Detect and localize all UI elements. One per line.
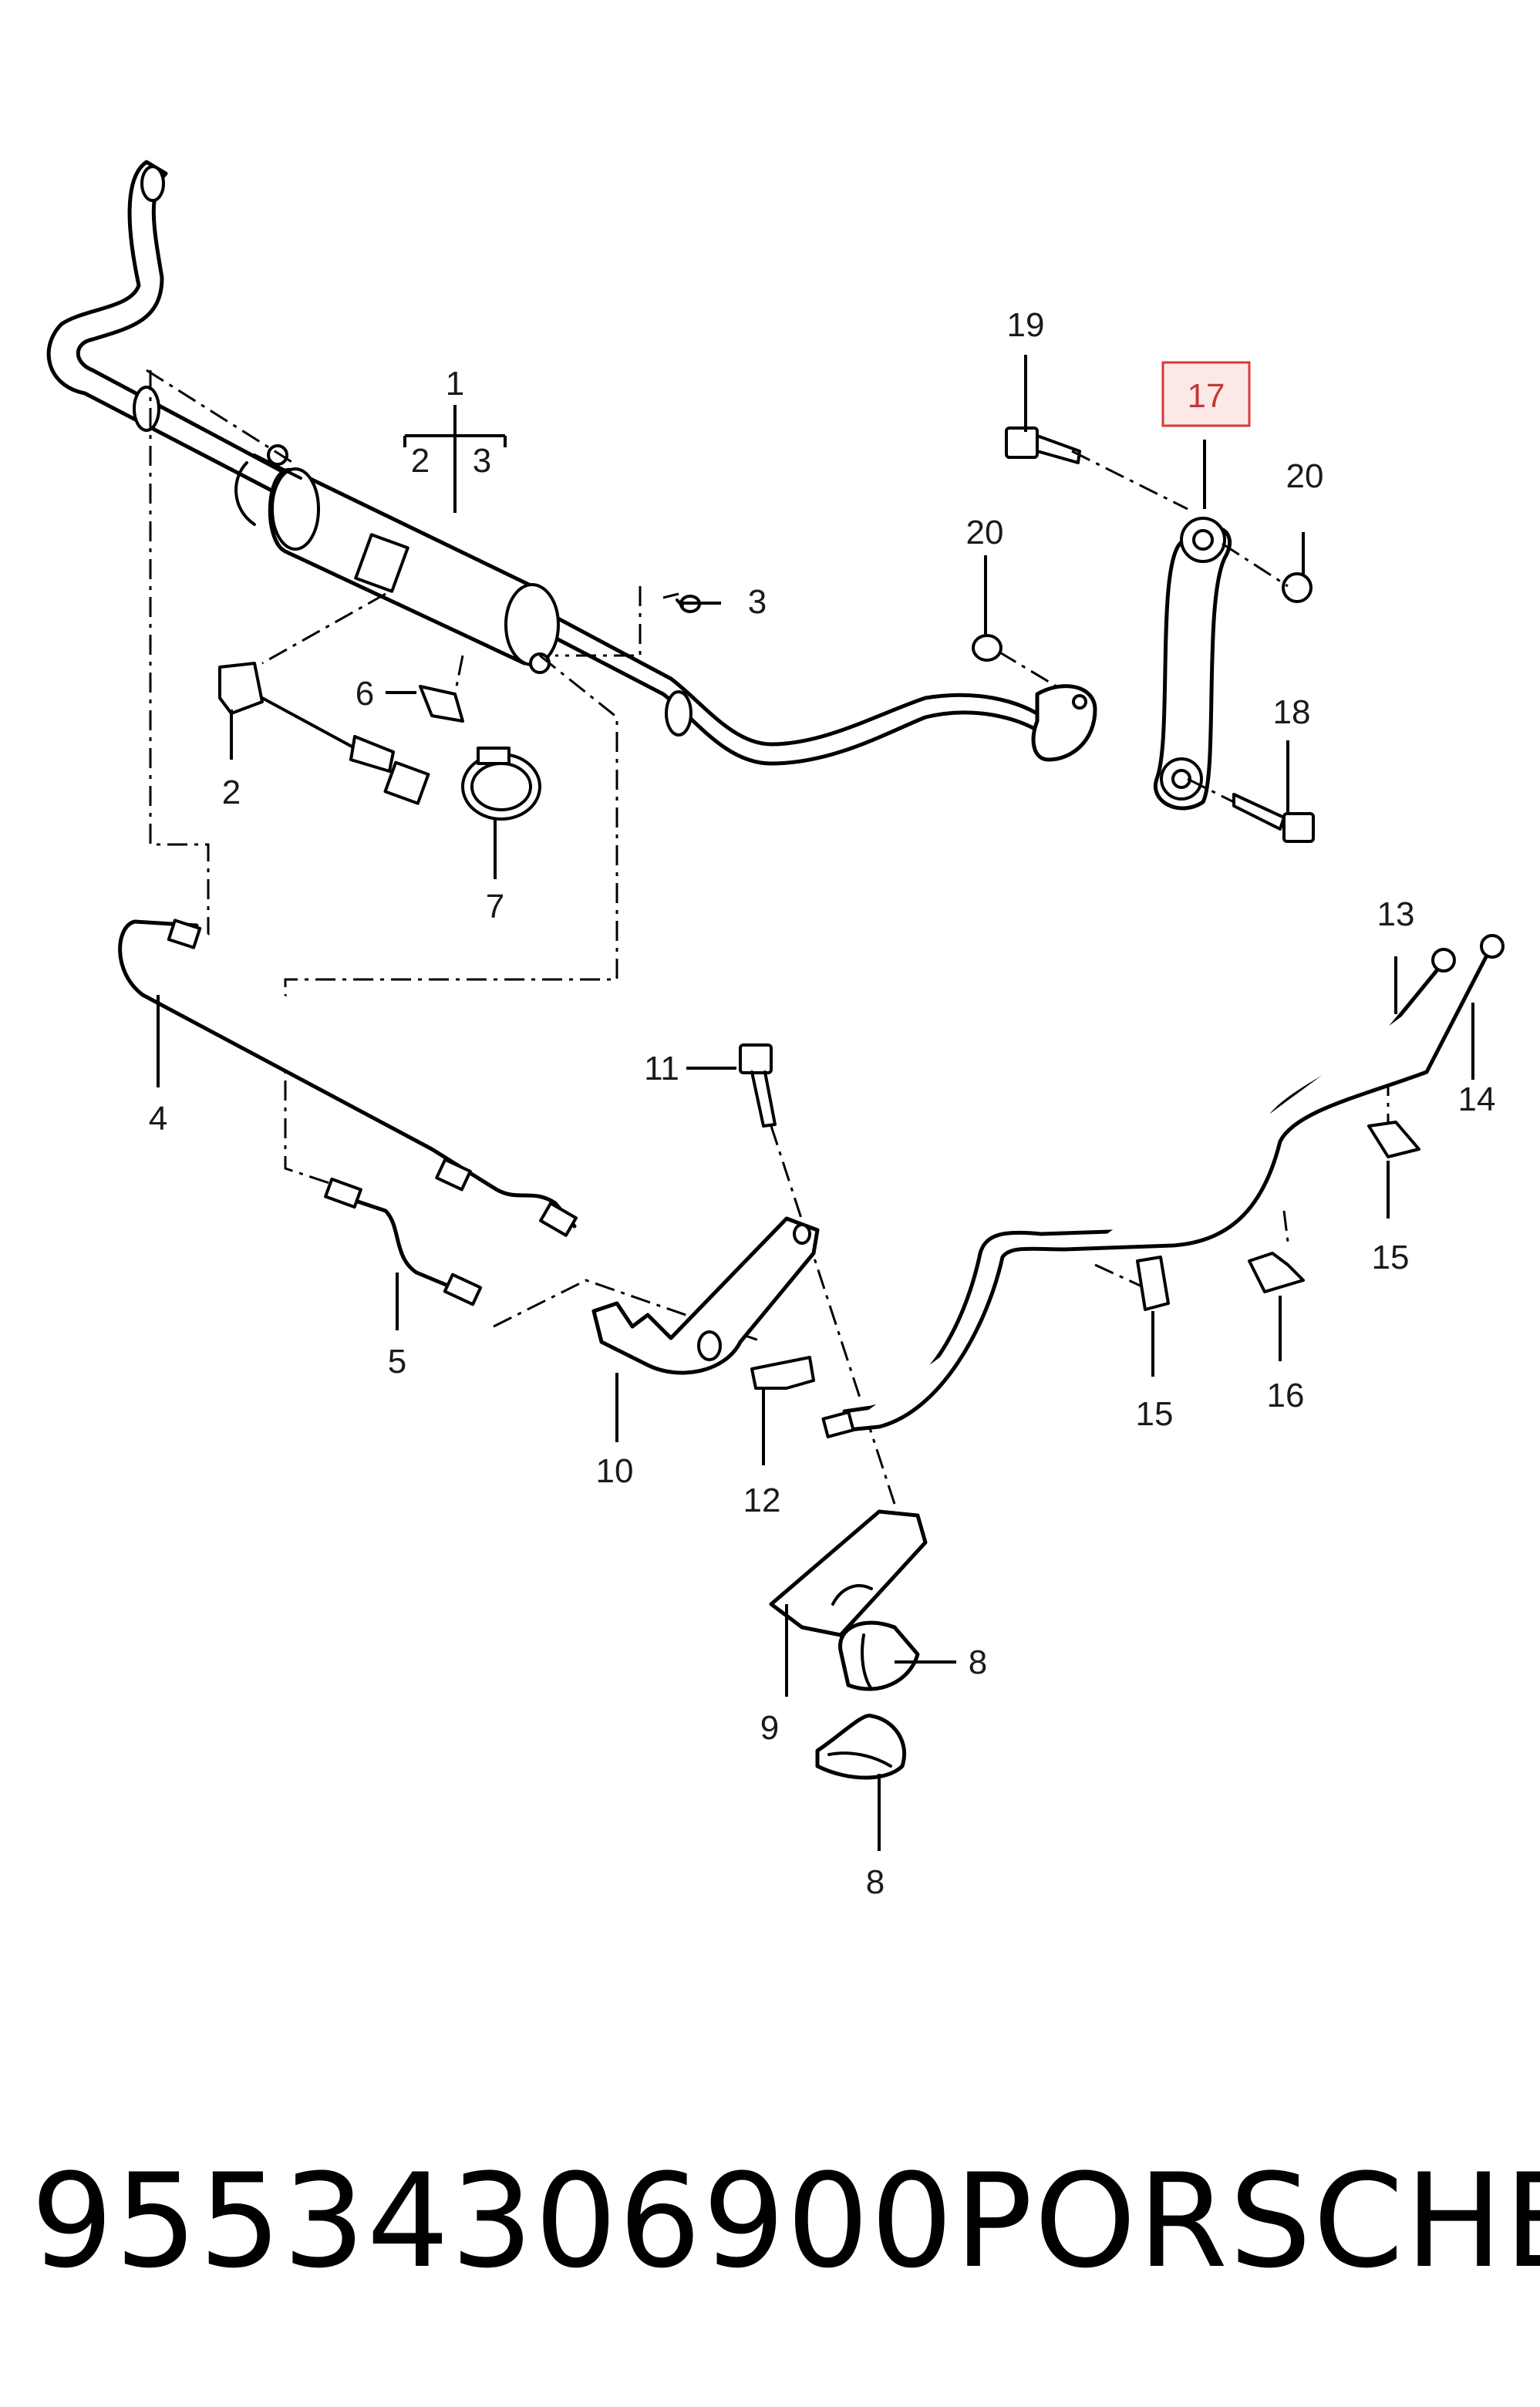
callout-4: 4 xyxy=(149,1100,167,1138)
bolt-19 xyxy=(1005,426,1081,464)
brand-name: PORSCHE xyxy=(954,2146,1540,2297)
callout-8-lower: 8 xyxy=(866,1863,885,1901)
bolt-11 xyxy=(739,1043,777,1128)
hose-clamp xyxy=(461,747,541,821)
callout-16: 16 xyxy=(1267,1377,1305,1414)
clip-15-left xyxy=(1136,1256,1170,1311)
callout-9: 9 xyxy=(760,1709,779,1747)
bushing-8-upper xyxy=(838,1620,920,1691)
nut-20-left xyxy=(972,634,1003,662)
callout-8-upper: 8 xyxy=(969,1643,987,1681)
callout-18: 18 xyxy=(1273,693,1311,731)
callout-12: 12 xyxy=(743,1482,781,1519)
clip-12 xyxy=(750,1356,815,1390)
callout-20-right: 20 xyxy=(1286,457,1324,495)
callout-3: 3 xyxy=(748,583,767,621)
bushing-8-lower xyxy=(815,1714,907,1780)
callout-1: 1 xyxy=(446,365,464,403)
footer: 95534306900 PORSCHE xyxy=(31,2146,1540,2297)
callout-15-right: 15 xyxy=(1372,1239,1410,1276)
callout-7: 7 xyxy=(486,888,504,925)
callout-13: 13 xyxy=(1377,895,1415,933)
stabilizer-mount xyxy=(769,1509,928,1637)
bracket-10 xyxy=(591,1216,820,1375)
stabilizer-actuator xyxy=(234,444,560,674)
leader-lines xyxy=(157,355,1474,1851)
callout-5: 5 xyxy=(388,1343,406,1380)
hydraulic-line-5 xyxy=(324,1177,483,1306)
callout-2: 2 xyxy=(222,774,241,811)
screw-3 xyxy=(676,595,701,613)
clip-15-right xyxy=(1367,1121,1420,1158)
clip-6 xyxy=(419,685,464,723)
callout-10: 10 xyxy=(596,1452,634,1490)
callout-2-header: 2 xyxy=(411,442,430,480)
nut-20-right xyxy=(1282,572,1313,603)
part-number: 95534306900 xyxy=(31,2146,955,2297)
callout-14: 14 xyxy=(1458,1080,1496,1118)
callout-15-left: 15 xyxy=(1136,1395,1174,1433)
sensor xyxy=(218,662,430,805)
stabilizer-bar xyxy=(46,160,1097,766)
coupling-link xyxy=(1153,517,1232,811)
callout-20-left: 20 xyxy=(966,514,1004,551)
bolt-18 xyxy=(1232,793,1315,843)
callout-3-header: 3 xyxy=(473,442,491,480)
hydraulic-line-4 xyxy=(118,919,578,1237)
callout-19: 19 xyxy=(1007,306,1045,344)
clip-16 xyxy=(1248,1252,1305,1293)
highlight-box-17 xyxy=(1161,361,1251,427)
callout-6: 6 xyxy=(356,675,374,713)
hydraulic-lines-13-14 xyxy=(821,934,1505,1438)
callout-17: 17 xyxy=(1188,377,1225,415)
callout-11: 11 xyxy=(644,1050,679,1087)
